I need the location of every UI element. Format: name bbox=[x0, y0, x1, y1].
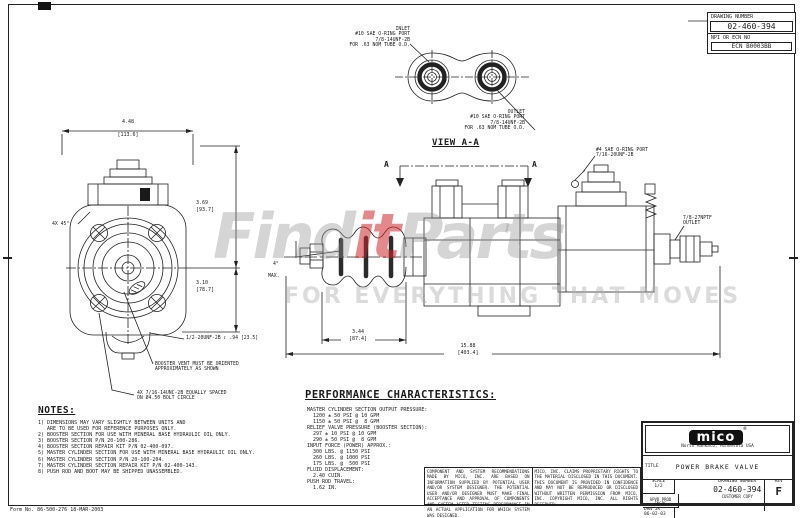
angle-max-label: MAX. bbox=[268, 274, 280, 279]
customer-copy-label: CUSTOMER COPY bbox=[721, 494, 753, 500]
scale-label: SCALE bbox=[651, 480, 666, 484]
watermark-it: it bbox=[353, 200, 401, 273]
dim-width-mm: [113.6] bbox=[107, 132, 149, 139]
disclaimer-right: MICO, INC. CLAIMS PROPRIETARY RIGHTS TO … bbox=[534, 469, 639, 507]
watermark-parts: Parts bbox=[398, 200, 566, 273]
ecn-value: ECN B0003BB bbox=[711, 42, 792, 51]
scale-value: 1/2 bbox=[654, 483, 663, 489]
dim-overall-value: 15.88 bbox=[445, 343, 491, 350]
rev-label: REV bbox=[774, 480, 783, 484]
watermark-tagline: FOR EVERYTHING THAT MOVES bbox=[284, 284, 742, 309]
mico-logo: mico bbox=[688, 430, 744, 445]
dim-boot-value: 3.44 bbox=[341, 329, 375, 336]
title-row: TITLE POWER BRAKE VALVE bbox=[643, 463, 792, 480]
title-block-logo-row: mico® North Mankato, Minnesota USA bbox=[643, 423, 792, 456]
registered-mark: ® bbox=[743, 426, 747, 432]
ecn-box: DRAWING NUMBER 02-460-394 NPI OR ECN NO … bbox=[707, 12, 796, 54]
dim-boot-mm: [87.4] bbox=[341, 336, 375, 343]
port-thread-label: 1/2-20UNF-2B ↧ .94 [23.5] bbox=[186, 336, 259, 341]
angle-label: 4° bbox=[273, 262, 279, 267]
notes-list: 1) DIMENSIONS MAY VARY SLIGHTLY BETWEEN … bbox=[38, 420, 255, 475]
watermark-finditparts: FinditParts bbox=[213, 206, 566, 268]
apvd-prod-label: APVD PROD ENGRG bbox=[649, 497, 672, 507]
inlet-port-label: INLET #10 SAE O-RING PORT 7/8-14UNF-2B F… bbox=[349, 27, 410, 49]
drawing-title: POWER BRAKE VALVE bbox=[675, 463, 760, 471]
port-4sae-label: #4 SAE O-RING PORT 7/16-20UNF-2B bbox=[596, 148, 648, 159]
drawing-border-frame bbox=[8, 4, 795, 506]
disclaimer-left: COMPONENT AND SYSTEM RECOMMENDATIONS MAD… bbox=[425, 468, 533, 518]
title-block: mico® North Mankato, Minnesota USA TITLE… bbox=[641, 421, 794, 518]
title-block-grid: SCALE 1/2 APVD PROD ENGRG DRN JK 06-02-0… bbox=[643, 480, 792, 518]
disclaimer-boxes: COMPONENT AND SYSTEM RECOMMENDATIONS MAD… bbox=[424, 467, 641, 518]
outlet-port-label: OUTLET #10 SAE O-RING PORT 7/8-14UNF-2B … bbox=[464, 110, 525, 132]
performance-title: PERFORMANCE CHARACTERISTICS: bbox=[305, 389, 497, 401]
form-number-line: Form No. 86-500-276 18-MAR-2003 bbox=[10, 507, 104, 513]
drawing-number-cell: DRAWING NUMBER 02-460-394 CUSTOMER COPY bbox=[710, 480, 766, 511]
dim-310-mm: [78.7] bbox=[196, 287, 215, 294]
ecn-drawing-number-label: DRAWING NUMBER bbox=[711, 14, 754, 20]
drn-cell: DRN JK 06-02-03 bbox=[643, 508, 675, 518]
chamfer-label: 4X 45° bbox=[52, 222, 70, 227]
section-letter-left: A bbox=[384, 160, 389, 169]
dim-overall-mm: [403.4] bbox=[445, 350, 491, 357]
dim-369-value: 3.69 bbox=[196, 200, 209, 207]
bolt-circle-note: 4X 7/16-14UNC-2B EQUALLY SPACED ON Ø4.50… bbox=[137, 391, 227, 402]
drawing-number-label: DRAWING NUMBER bbox=[718, 480, 757, 484]
scale-cell: SCALE 1/2 bbox=[643, 480, 675, 494]
drawing-number-value: 02-460-394 bbox=[713, 484, 762, 494]
drn-value: DRN JK bbox=[644, 508, 661, 512]
mico-address: North Mankato, Minnesota USA bbox=[681, 444, 754, 449]
title-label: TITLE bbox=[645, 464, 659, 469]
apvd-prod-cell: APVD PROD ENGRG bbox=[643, 494, 679, 508]
notes-title: NOTES: bbox=[38, 405, 76, 416]
ecn-npi-label: NPI OR ECN NO bbox=[708, 33, 795, 41]
dim-369-mm: [93.7] bbox=[196, 207, 215, 214]
dim-width-value: 4.48 bbox=[107, 119, 149, 126]
ecn-drawing-number: 02-460-394 bbox=[710, 21, 793, 32]
rev-value: F bbox=[775, 484, 782, 498]
dim-310-value: 3.10 bbox=[196, 280, 209, 287]
performance-list: MASTER CYLINDER SECTION OUTPUT PRESSURE:… bbox=[307, 407, 428, 491]
watermark-find: Find bbox=[213, 200, 356, 273]
booster-vent-note: BOOSTER VENT MUST BE ORIENTED APPROXIMAT… bbox=[155, 362, 239, 373]
npt-outlet-label: 7/8-27NPTF OUTLET bbox=[683, 216, 712, 227]
view-aa-title: VIEW A-A bbox=[432, 138, 480, 148]
rev-cell: REV F bbox=[765, 480, 792, 511]
section-letter-right: A bbox=[532, 160, 537, 169]
drn-date: 06-02-03 bbox=[644, 511, 666, 517]
